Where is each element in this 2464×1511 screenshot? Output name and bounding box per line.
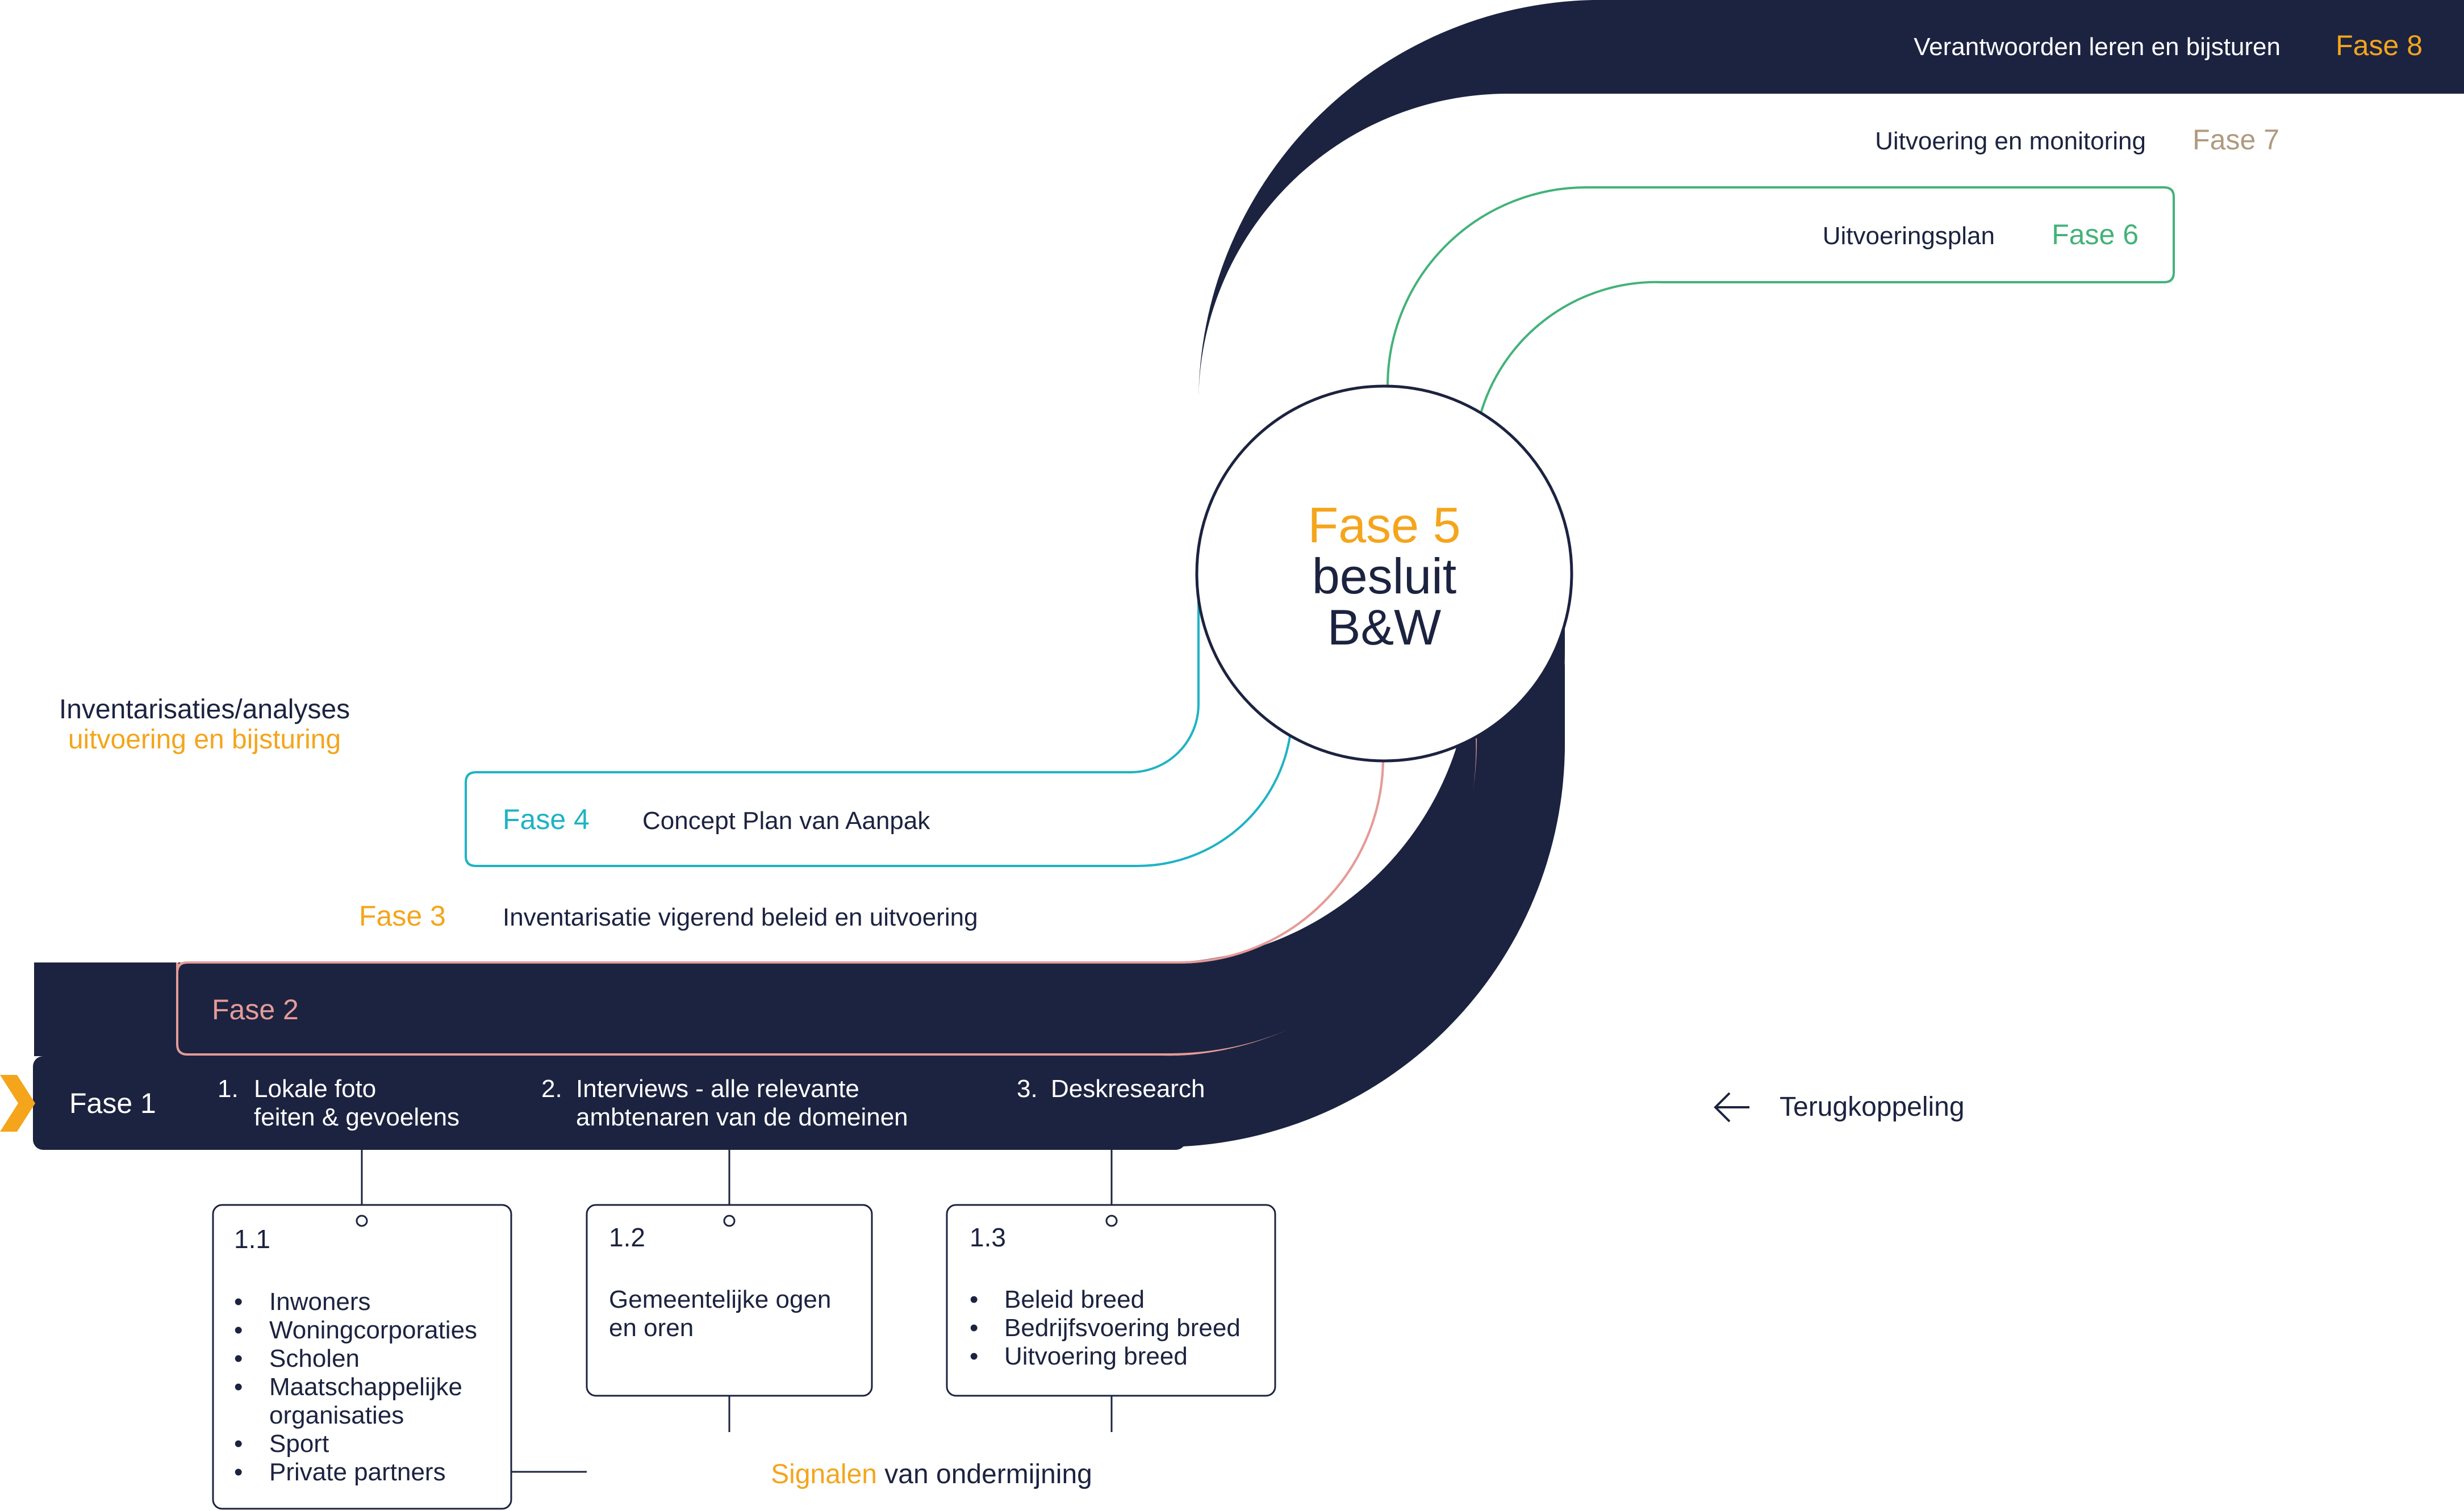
signalen-highlight: Signalen	[771, 1459, 877, 1489]
fase2-line1: Ondermijningsbeeld:	[359, 980, 588, 1008]
box-1-3-list: • Beleid breed • Bedrijfsvoering breed •…	[970, 1286, 1241, 1370]
fase4-label: Concept Plan van Aanpak	[642, 807, 930, 835]
fase5-tag: Fase 5	[1308, 497, 1460, 553]
terugkoppeling-label: Terugkoppeling	[1780, 1092, 1965, 1122]
fase6-label: Uitvoeringsplan	[1823, 222, 1995, 250]
fase6-path	[1386, 186, 2175, 418]
box-1-3: 1.3 • Beleid breed • Bedrijfsvoering bre…	[946, 1204, 1276, 1397]
fase2-tag: Fase 2	[212, 994, 299, 1026]
list-item: Sport	[269, 1430, 329, 1458]
box-1-1-title: 1.1	[234, 1224, 270, 1254]
inventarisaties-line2: uitvoering en bijsturing	[68, 725, 341, 755]
bullet: •	[234, 1288, 243, 1316]
bullet: •	[970, 1342, 978, 1370]
box-1-2-title: 1.2	[609, 1223, 645, 1252]
bullet: •	[970, 1314, 978, 1342]
list-item: Uitvoering breed	[1004, 1342, 1188, 1370]
fase1-step2-line2: ambtenaren van de domeinen	[576, 1103, 908, 1131]
bullet: •	[234, 1345, 243, 1372]
fase4-tag: Fase 4	[503, 803, 590, 835]
fase1-tag: Fase 1	[69, 1087, 156, 1119]
list-item: Private partners	[269, 1458, 446, 1486]
fase6-tag: Fase 6	[2052, 219, 2139, 250]
back-arrow-icon	[1714, 1092, 1749, 1123]
fase1-step3-line1: Deskresearch	[1051, 1075, 1205, 1103]
fase1-marker-icon	[0, 1075, 35, 1132]
inventarisaties-line1: Inventarisaties/analyses	[59, 694, 350, 725]
fase1-step1-line1: Lokale foto	[254, 1075, 376, 1103]
fase1-bar	[33, 664, 1565, 1150]
fase5-line2: B&W	[1327, 599, 1441, 655]
fase2-line2: analyse van de aard & omvang van de feit…	[359, 1008, 1009, 1036]
fase5-circle: Fase 5 besluit B&W	[1195, 384, 1573, 763]
bullet: •	[234, 1316, 243, 1344]
box-1-3-title: 1.3	[970, 1223, 1006, 1252]
box-1-2: 1.2 Gemeentelijke ogen en oren	[586, 1204, 873, 1397]
list-item: Inwoners	[269, 1288, 371, 1316]
list-item: Bedrijfsvoering breed	[1004, 1314, 1241, 1342]
list-item: Maatschappelijke	[269, 1373, 462, 1401]
box-1-1: 1.1 • Inwoners • Woningcorporaties • Sch…	[212, 1204, 512, 1510]
fase8-label: Verantwoorden leren en bijsturen	[1914, 33, 2281, 61]
fase1-step2-line1: Interviews - alle relevante	[576, 1075, 859, 1103]
fase8-tag: Fase 8	[2336, 30, 2423, 61]
box-1-2-line2: en oren	[609, 1314, 694, 1342]
bullet: •	[970, 1286, 978, 1313]
fase7-label: Uitvoering en monitoring	[1875, 127, 2146, 155]
bullet: •	[234, 1430, 243, 1458]
box-1-2-line1: Gemeentelijke ogen	[609, 1286, 831, 1313]
bullet: •	[234, 1373, 243, 1401]
fase5-line1: besluit	[1312, 548, 1456, 604]
signalen-rest: van ondermijning	[877, 1459, 1092, 1489]
fase7-tag: Fase 7	[2192, 124, 2279, 156]
fase3-tag: Fase 3	[359, 900, 446, 932]
list-item: Beleid breed	[1004, 1286, 1145, 1313]
fase1-step1-num: 1.	[218, 1075, 239, 1103]
signalen-caption: Signalen van ondermijning	[771, 1459, 1092, 1489]
fase4-path	[465, 576, 1292, 868]
list-item: Woningcorporaties	[269, 1316, 477, 1344]
list-item: organisaties	[269, 1401, 404, 1429]
fase1-step1-line2: feiten & gevoelens	[254, 1103, 460, 1131]
list-item: Scholen	[269, 1345, 360, 1372]
fase1-step2-num: 2.	[541, 1075, 562, 1103]
box-1-1-list: • Inwoners • Woningcorporaties • Scholen…	[234, 1288, 477, 1486]
bullet: •	[234, 1458, 243, 1486]
fase1-step3-num: 3.	[1017, 1075, 1038, 1103]
navy-band	[34, 0, 2464, 1056]
fase3-label: Inventarisatie vigerend beleid en uitvoe…	[503, 903, 978, 931]
